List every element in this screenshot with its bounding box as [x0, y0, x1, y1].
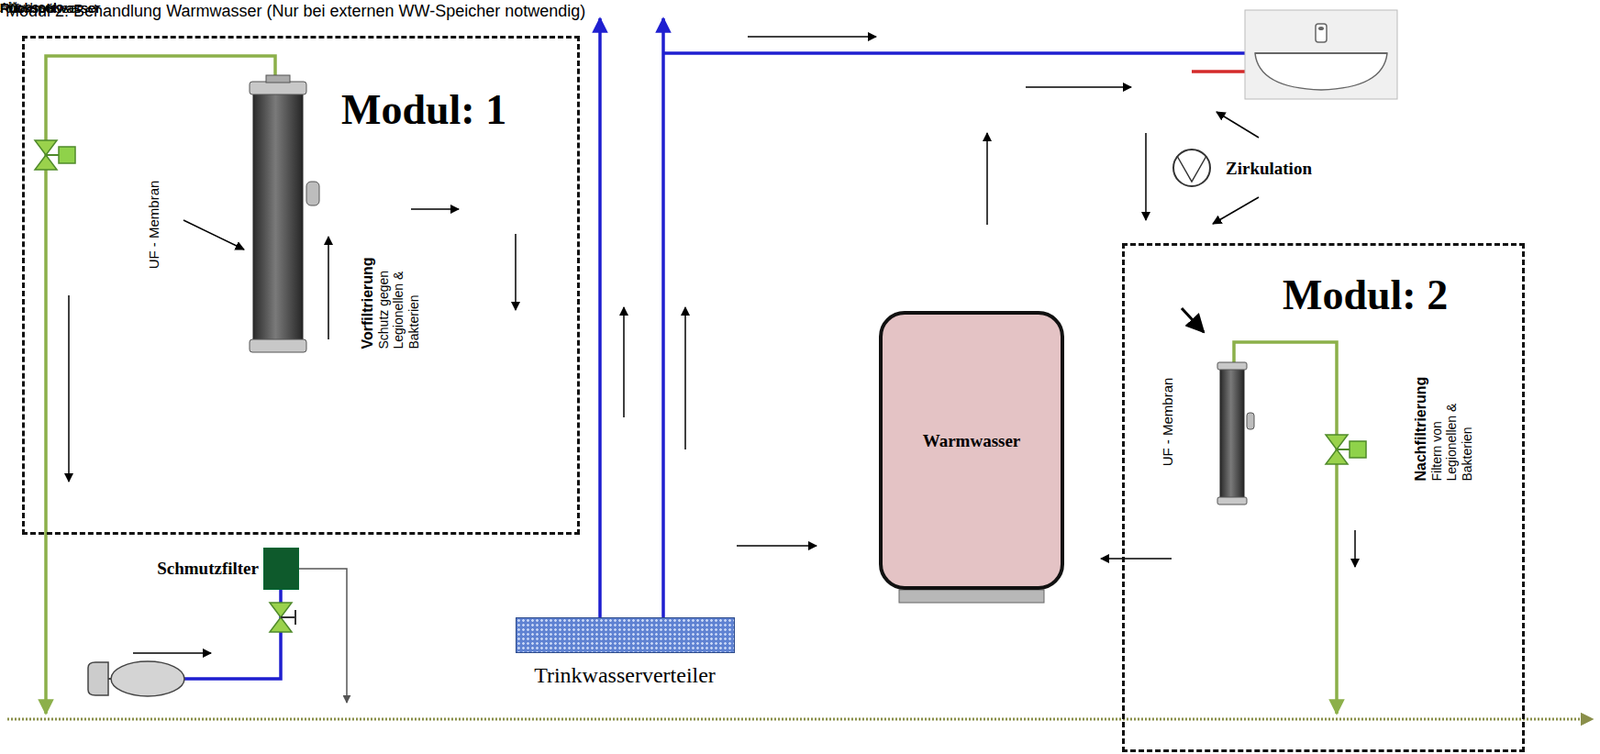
rotated-note: NachfiltrierungFiltern von Legionellen &… [1412, 366, 1475, 482]
annotation: Schutz gegen Legionellen & Bakterien [376, 234, 421, 350]
annotation: Nachfiltrierung [1412, 366, 1430, 482]
hot-water-pipe [1191, 69, 1248, 74]
module-box: Modul: 2 UF - Membran [1122, 243, 1525, 753]
node-label: Schmutzfilter [156, 558, 259, 579]
node-label: Modul: 1 [341, 86, 507, 135]
wash-basin [1244, 10, 1398, 100]
uf-membrane: UF - Membran [1217, 362, 1247, 505]
node-label: UF - Membran [145, 180, 162, 270]
cold-water-pipes [600, 18, 1248, 618]
node-label: Warmwasser [922, 431, 1022, 452]
backwash-pipes [45, 55, 1337, 714]
flow-arrows [68, 36, 1356, 654]
uf-membrane-cylinder [249, 75, 320, 353]
water-distributor: Trinkwasserverteiler [515, 617, 735, 654]
fresh-water-pipe [183, 589, 281, 679]
filter-backwash-line [299, 568, 347, 703]
water-meter [88, 661, 185, 697]
annotation: Vorfiltrierung [359, 234, 377, 350]
module-box: Modul: 1 UF - Membran [22, 35, 580, 535]
uf-membrane-cylinder [1217, 362, 1255, 505]
node-label: Modul: 2 [1282, 271, 1448, 321]
annotation: Filtern von Legionellen & Bakterien [1429, 366, 1474, 482]
rotated-note: VorfiltrierungSchutz gegen Legionellen &… [359, 234, 422, 350]
hot-water-tank: Warmwasser [878, 311, 1065, 590]
tank-base [899, 589, 1045, 603]
sewer-line [7, 718, 1593, 722]
circulation-pump: Zirkulation [1172, 148, 1212, 188]
uf-membrane: UF - Membran [249, 81, 307, 353]
node-label: UF - Membran [1159, 377, 1176, 467]
annotation: Rückspülwasser [0, 0, 100, 16]
node-label: Trinkwasserverteiler [533, 663, 716, 689]
circulation-pump [1172, 148, 1212, 188]
node-label: Zirkulation [1225, 158, 1312, 179]
dirt-filter: Schmutzfilter [263, 547, 300, 590]
